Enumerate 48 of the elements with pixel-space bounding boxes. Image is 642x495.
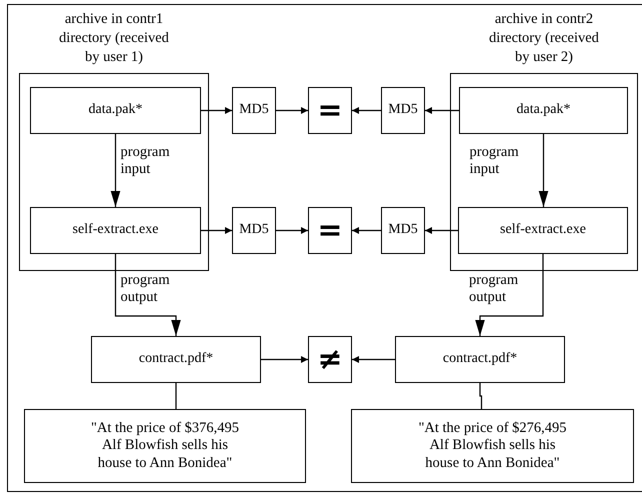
process-box [232,207,276,254]
arrow [201,107,232,114]
process-box [381,207,425,254]
comparison-sign: = [317,96,343,126]
arrow [114,254,181,336]
box-label: MD5 [239,222,269,239]
box-label: data.pak* [516,102,571,119]
arrow [352,356,395,363]
arrow [352,227,381,234]
comparison-box [308,87,352,134]
box-label: self-extract.exe [72,222,158,239]
arrow [201,227,232,234]
content-box [351,409,634,483]
comparison-sign: = [317,216,343,246]
process-box [30,87,201,134]
box-label: self-extract.exe [500,222,586,239]
directory-heading: archive in contr2 directory (received by user 2) [488,10,600,67]
content-box [24,409,306,483]
box-label: MD5 [388,102,418,119]
process-box [232,87,276,134]
process-box [459,87,628,134]
arrow [276,107,308,114]
box-label: "At the price of $376,495 Alf Blowfish sells his house to Ann Bonidea" [90,420,240,472]
arrow [261,356,308,363]
arrow [538,134,548,207]
process-box [91,336,261,383]
box-label: "At the price of $276,495 Alf Blowfish sells his house to Ann Bonidea" [417,420,568,472]
arrow [352,107,381,114]
process-box [395,336,565,383]
connector-line [175,383,177,409]
arrow [276,227,308,234]
directory-heading: archive in contr1 directory (received by user 1) [58,10,170,67]
box-label: data.pak* [88,102,143,119]
comparison-box [308,336,352,383]
comparison-sign: ≠ [317,344,343,374]
arrow [425,227,458,234]
box-label: MD5 [239,102,269,119]
process-box [381,87,425,134]
box-label: contract.pdf* [138,351,214,368]
box-label: MD5 [388,222,418,239]
comparison-box [308,207,352,254]
process-box [458,207,628,254]
arrow [425,107,459,114]
box-label: contract.pdf* [442,351,518,368]
process-box [30,207,201,254]
connector-line [479,383,482,409]
arrow [110,134,120,207]
arrow [475,254,544,336]
